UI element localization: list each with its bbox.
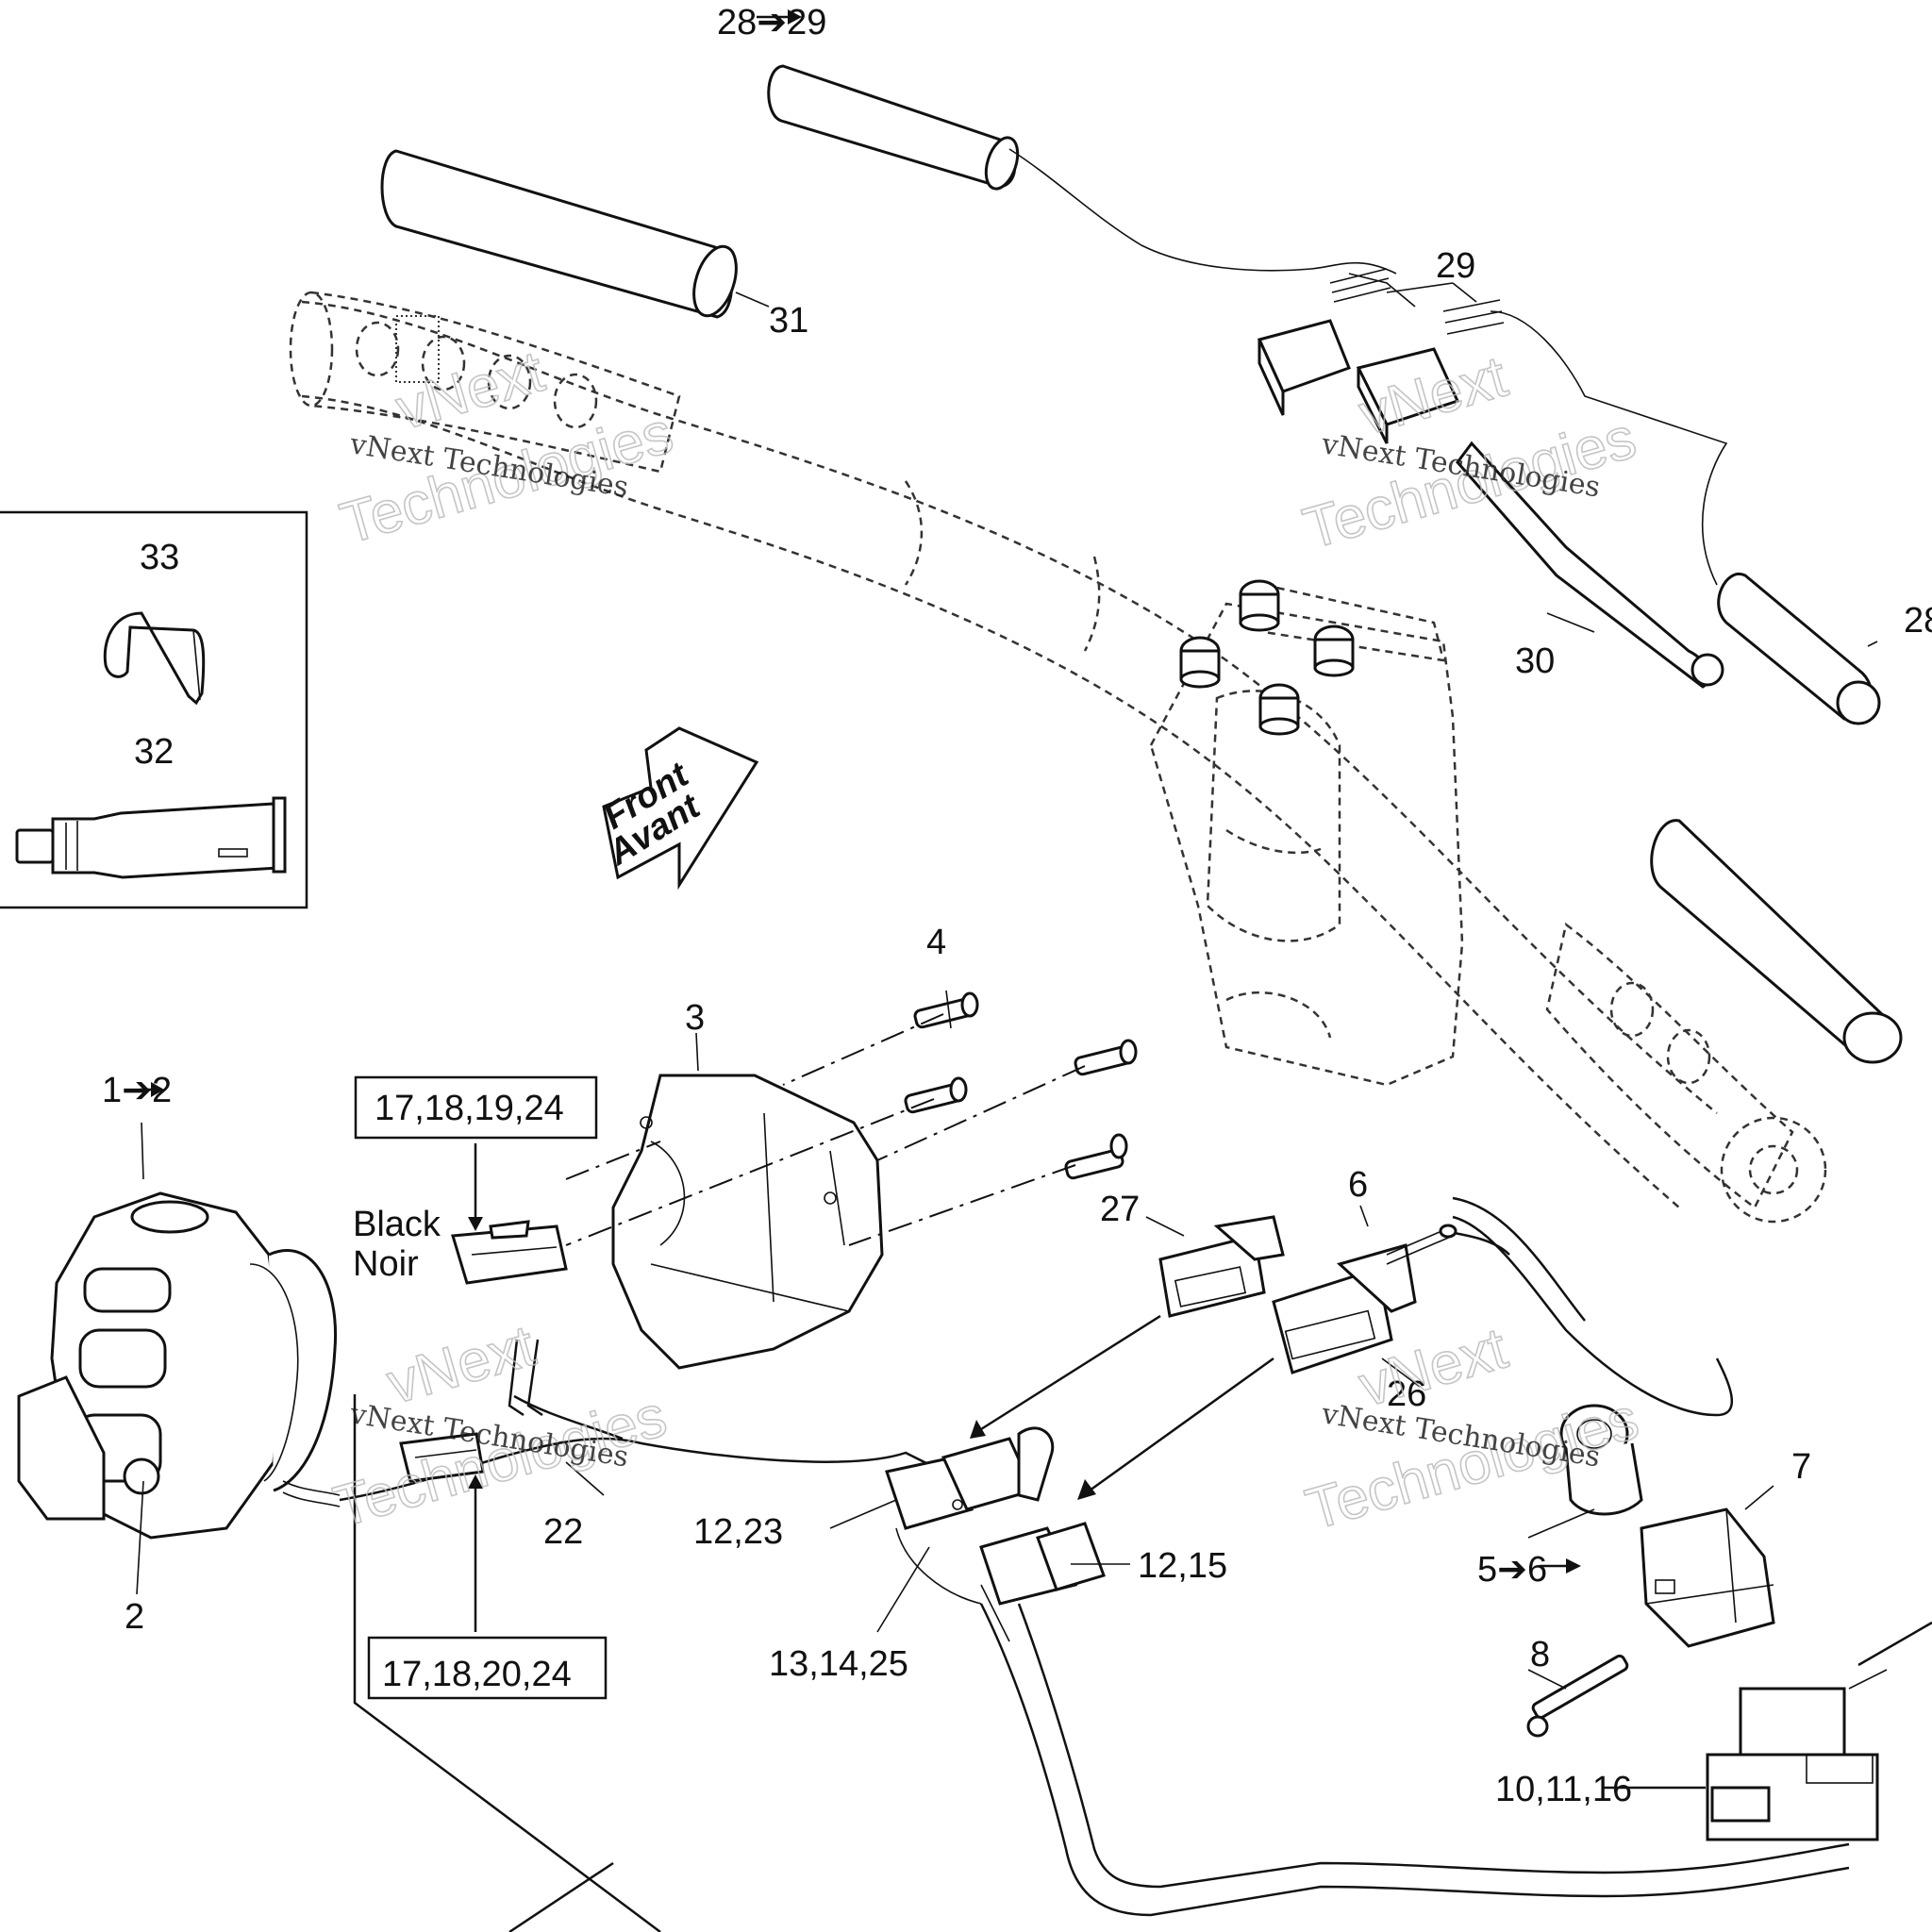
callout-box-17-18-19-24 (354, 1075, 598, 1140)
callout-7: 7 (1791, 1447, 1811, 1487)
callout-33: 33 (140, 538, 179, 577)
callout-4: 4 (926, 923, 946, 962)
callout-31: 31 (769, 301, 808, 341)
tube-28 (1490, 310, 1881, 725)
sealant-tube-part (15, 796, 287, 879)
switch-housing-cover (611, 1074, 884, 1370)
callout-28-edge: 28 (1904, 601, 1932, 641)
callout-12-23: 12,23 (693, 1512, 783, 1552)
callout-labels: 28➔29 31 29 33 32 30 28 4 3 1➔2 17,18,19… (102, 3, 1932, 1809)
connectors-29 (1257, 268, 1505, 444)
connector-29-right (1356, 299, 1505, 444)
left-grip-dashed (289, 291, 681, 474)
handlebar-dashed (289, 291, 1827, 1224)
right-grip-dashed (1545, 922, 1827, 1224)
callout-12-15: 12,15 (1138, 1546, 1227, 1586)
callout-17-18-20-24: 17,18,20,24 (382, 1655, 572, 1694)
connector-black (451, 1220, 568, 1285)
callout-5-6: 5➔6 (1477, 1550, 1547, 1590)
wire-harness (339, 1196, 1850, 1917)
relay-7 (1640, 1507, 1775, 1648)
noir-label: Noir (353, 1244, 419, 1284)
screws-4 (565, 991, 1138, 1246)
clamp-bolts (1179, 579, 1355, 736)
callout-30: 30 (1515, 641, 1555, 681)
callout-8: 8 (1530, 1635, 1550, 1674)
black-label: Black (353, 1205, 441, 1244)
switch-5-6 (1559, 1404, 1643, 1516)
callout-26: 26 (1387, 1374, 1426, 1414)
callout-32: 32 (134, 732, 174, 772)
callout-29: 29 (1436, 246, 1475, 286)
callout-3: 3 (685, 998, 705, 1038)
callout-10-11-16: 10,11,16 (1495, 1770, 1632, 1809)
tube-30 (1456, 441, 1724, 689)
connector-26 (1272, 1243, 1417, 1374)
switch-assembly (17, 1191, 341, 1540)
front-direction-arrow (602, 726, 759, 891)
callout-17-18-19-24: 17,18,19,24 (375, 1089, 564, 1128)
leader-lines (136, 9, 1932, 1932)
watermarks: vNext Technologies vNext Technologies vN… (326, 338, 1646, 1543)
watermark-brand: vNext (390, 339, 551, 442)
pin-8 (1526, 1654, 1629, 1738)
fuse-block-10-11-16 (1706, 1669, 1888, 1841)
callout-1-2: 1➔2 (102, 1071, 172, 1110)
callout-22: 22 (543, 1512, 583, 1552)
watermark-brand: vNext (380, 1313, 541, 1417)
callout-2: 2 (125, 1597, 144, 1637)
grip-sleeve-31 (380, 149, 738, 319)
grip-sleeve-right (1650, 819, 1903, 1064)
grip-heater-top (767, 64, 1416, 308)
accessory-inset-box (0, 510, 308, 909)
harness-connectors (885, 1426, 1106, 1642)
connector-27 (1158, 1215, 1285, 1318)
callout-box-17-18-20-24 (367, 1636, 608, 1700)
callout-27: 27 (1100, 1190, 1140, 1229)
callout-13-14-25: 13,14,25 (769, 1644, 908, 1684)
callout-28-29-top: 28➔29 (717, 3, 826, 42)
terminals-6 (1386, 1224, 1457, 1265)
cable-clip-part (103, 611, 206, 706)
callout-6: 6 (1348, 1165, 1368, 1205)
connector-17-18-20-24 (399, 1432, 485, 1483)
connector-29-left (1257, 268, 1391, 416)
